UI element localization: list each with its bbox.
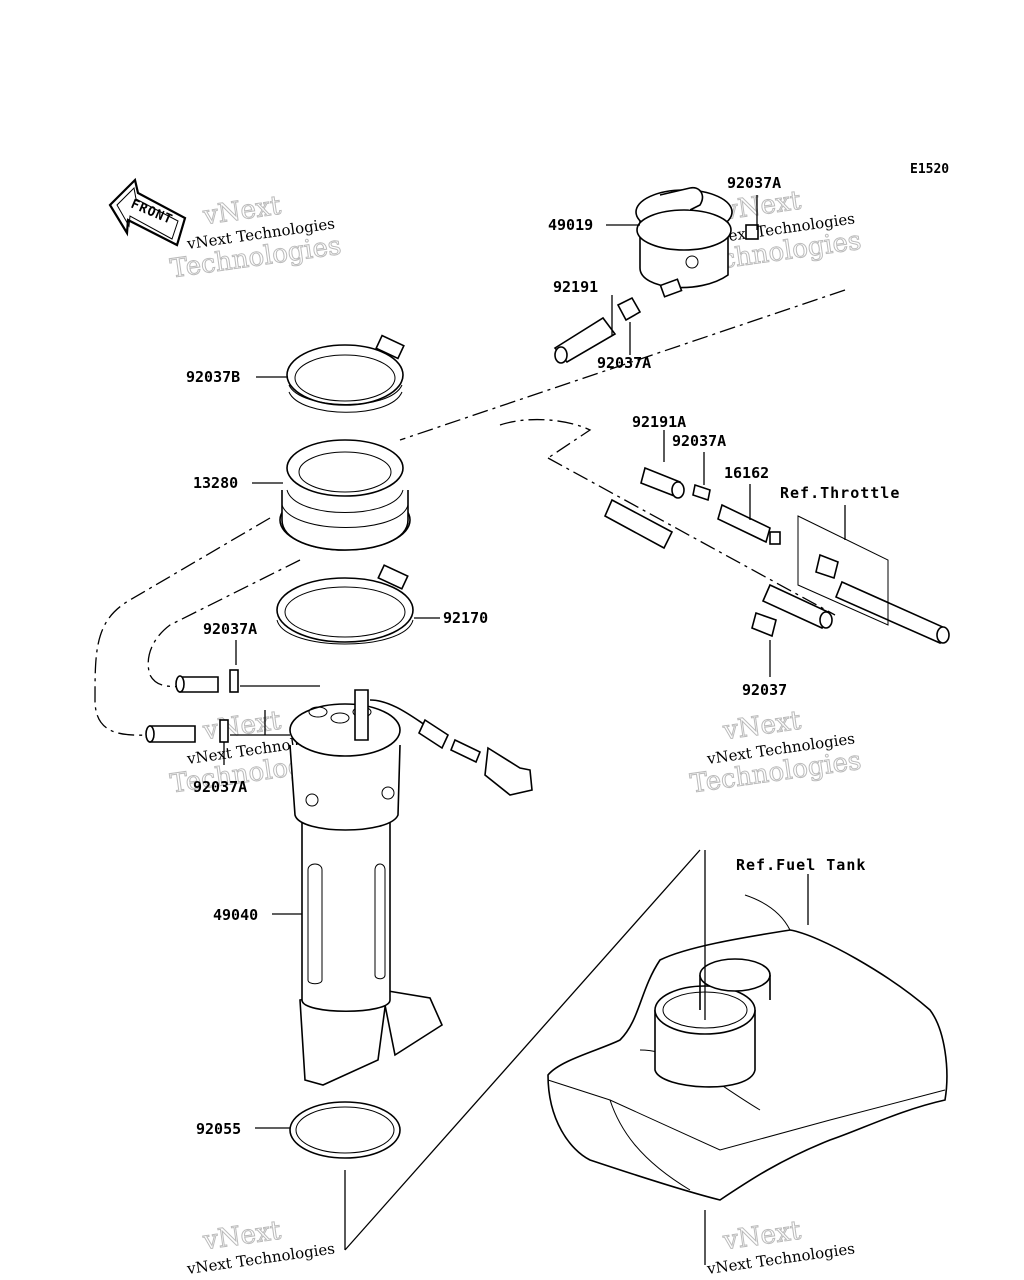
label-92170: 92170 — [443, 609, 488, 627]
label-49040: 49040 — [213, 906, 258, 924]
throttle-assembly — [603, 466, 950, 645]
label-92191: 92191 — [553, 278, 598, 296]
part-49040-fuel-pump — [289, 689, 533, 1086]
watermark-1: vNext Technologies vNext Technologies — [168, 190, 344, 285]
label-92037B: 92037B — [186, 368, 240, 386]
watermark-5: vNext vNext Technologies — [185, 1215, 336, 1278]
part-92037B-clamp — [286, 334, 405, 413]
part-92191-hose — [553, 296, 642, 364]
label-92037A-left: 92037A — [203, 620, 257, 638]
label-92037: 92037 — [742, 681, 787, 699]
part-92055-oring — [289, 1101, 401, 1159]
part-49019-canister — [635, 186, 759, 298]
watermark-4: vNext Technologies vNext Technologies — [688, 705, 864, 800]
diagram-code: E1520 — [910, 162, 949, 177]
front-arrow-icon: FRONT — [108, 177, 187, 247]
label-16162: 16162 — [724, 464, 769, 482]
label-92037A-top: 92037A — [727, 174, 781, 192]
small-hoses-left — [145, 669, 239, 743]
label-92037A-mid: 92037A — [597, 354, 651, 372]
label-49019: 49019 — [548, 216, 593, 234]
label-92055: 92055 — [196, 1120, 241, 1138]
label-ref-fuel-tank: Ref.Fuel Tank — [736, 856, 866, 874]
part-13280-seal — [279, 439, 411, 551]
label-92037A-low: 92037A — [193, 778, 247, 796]
watermark-6: vNext vNext Technologies — [705, 1215, 856, 1278]
label-13280: 13280 — [193, 474, 238, 492]
label-92037A-right: 92037A — [672, 432, 726, 450]
label-92191A: 92191A — [632, 413, 686, 431]
fuel-tank-reference — [547, 894, 948, 1201]
label-ref-throttle: Ref.Throttle — [780, 484, 900, 502]
leader-lines — [223, 195, 846, 1265]
part-92170-clamp — [276, 564, 414, 645]
